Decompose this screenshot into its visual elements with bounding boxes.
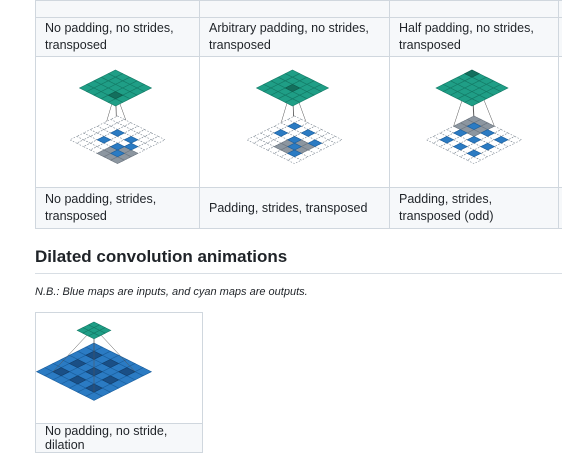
input-cell [493,135,509,144]
section-note: N.B.: Blue maps are inputs, and cyan map… [35,286,308,298]
input-cell [466,121,482,130]
caption-empty [558,187,562,229]
input-grid-cell [69,135,85,144]
anim-cell-1 [35,56,200,188]
caption-padding-strides-transposed-odd: Padding, strides, transposed (odd) [389,187,559,229]
input-cell [110,128,125,137]
input-grid-cell [452,149,468,157]
input-cell [96,135,112,144]
transposed-conv-animation-1 [69,69,166,164]
input-cell [273,128,289,137]
caption-padding-strides-transposed: Padding, strides, transposed [199,187,390,229]
transposed-conv-animation-3 [425,69,523,164]
input-cell [480,128,496,137]
input-grid-cell [466,155,482,164]
caption-arbitrary-padding-no-strides-transposed: Arbitrary padding, no strides, transpose… [199,17,390,57]
input-cell [287,142,302,150]
input-cell [110,149,125,157]
caption-no-padding-no-stride-dilation: No padding, no stride, dilation [35,423,203,453]
output-cell [107,97,124,106]
input-cell [466,135,482,144]
input-grid-cell [273,149,289,157]
dilated-conv-animation [36,321,153,401]
input-cell [452,142,468,150]
table-cell-top [199,0,390,18]
input-cell [123,142,139,150]
kernel-cell [68,359,87,368]
input-grid-cell [144,138,159,147]
kernel-cell [101,375,120,385]
caption-no-padding-no-strides-transposed: No padding, no strides, transposed [35,17,200,57]
output-cell [284,97,301,106]
table-cell-top [389,0,559,18]
anim-cell-2 [199,56,390,188]
input-grid-cell [259,142,275,150]
anim-cell-3 [389,56,559,188]
anim-cell-4 [558,56,562,188]
output-cell [87,332,101,340]
transposed-animations-table: No padding, no strides, transposed Arbit… [35,0,562,229]
input-cell [85,391,103,401]
section-heading-dilated: Dilated convolution animations [35,247,562,274]
kernel-cell [110,155,125,164]
input-cell [439,135,455,144]
kernel-cell [68,375,87,385]
kernel-cell [101,359,120,368]
input-cell [287,121,302,130]
kernel-cell [117,367,136,377]
input-cell [452,128,468,137]
output-active-cell [464,69,480,78]
output-active-cell [284,83,301,92]
transposed-conv-animation-2 [246,69,343,164]
input-grid-cell [321,138,336,147]
input-cell [466,149,482,157]
input-cell [300,128,316,137]
kernel-cell [52,367,71,377]
caption-empty [558,17,562,57]
input-grid-cell [493,142,509,150]
caption-half-padding-no-strides-transposed: Half padding, no strides, transposed [389,17,559,57]
output-active-cell [107,90,124,99]
table-cell-top [558,0,562,18]
dilated-animations-table: No padding, no stride, dilation [35,312,203,453]
input-grid-cell [480,149,496,157]
input-grid-cell [76,138,91,147]
table-cell-top [35,0,200,18]
anim-cell-dilated [35,312,203,424]
caption-no-padding-strides-transposed: No padding, strides, transposed [35,187,200,229]
input-grid-cell [253,138,268,147]
input-cell [307,138,323,147]
input-grid-cell [287,155,302,164]
input-grid-cell [439,142,455,150]
input-cell [480,142,496,150]
input-cell [287,149,302,157]
output-cell [464,97,480,106]
input-grid-cell [432,138,448,147]
